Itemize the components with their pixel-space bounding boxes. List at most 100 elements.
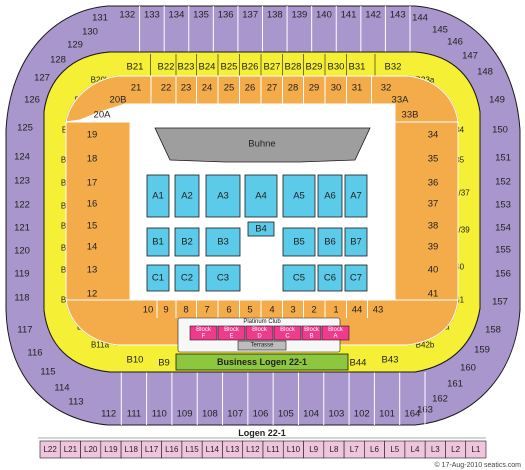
section-160: 160 <box>460 363 476 374</box>
block-C[interactable] <box>273 325 302 341</box>
section-13: 13 <box>87 265 98 276</box>
section-140: 140 <box>316 10 332 21</box>
section-138: 138 <box>267 10 283 21</box>
section-123: 123 <box>14 176 30 187</box>
section-25: 25 <box>224 83 235 94</box>
section-9: 9 <box>163 305 168 316</box>
floor-section-B1[interactable] <box>146 227 170 257</box>
section-101: 101 <box>379 409 395 420</box>
section-4: 4 <box>269 305 274 316</box>
logen-L1[interactable] <box>465 440 487 459</box>
floor-label-A2: A2 <box>181 191 193 202</box>
floor-section-A6[interactable] <box>317 174 343 218</box>
block-name-C: Block <box>280 327 296 333</box>
section-B43: B43 <box>382 355 399 366</box>
business-logen-label: Business Logen 22-1 <box>217 357 307 367</box>
floor-section-B3[interactable] <box>205 227 241 257</box>
floor-label-C6: C6 <box>324 273 336 284</box>
floor-section-B4[interactable] <box>247 221 275 237</box>
floor-section-C2[interactable] <box>174 264 200 292</box>
logen-label-L3: L3 <box>431 445 440 454</box>
section-37: 37 <box>428 199 439 210</box>
block-B[interactable] <box>301 325 322 341</box>
section-148: 148 <box>477 67 493 78</box>
section-B31: B31 <box>349 62 366 73</box>
floor-section-B6[interactable] <box>317 227 343 257</box>
section-156: 156 <box>495 269 511 280</box>
floor-section-C3[interactable] <box>205 264 241 292</box>
section-119: 119 <box>14 269 29 280</box>
floor-section-A5[interactable] <box>282 174 316 218</box>
section-10: 10 <box>143 305 154 316</box>
section-111: 111 <box>127 409 141 420</box>
floor-section-C6[interactable] <box>317 264 343 292</box>
section-162: 162 <box>432 394 448 405</box>
logen-label-L15: L15 <box>185 445 199 454</box>
section-149: 149 <box>489 95 505 106</box>
section-8: 8 <box>183 305 188 316</box>
section-107: 107 <box>227 409 243 420</box>
block-D[interactable] <box>245 325 274 341</box>
floor-section-C1[interactable] <box>146 264 170 292</box>
floor-label-A5: A5 <box>293 191 305 202</box>
lower-stand-left <box>65 121 131 301</box>
section-157: 157 <box>492 297 508 308</box>
section-131: 131 <box>92 13 108 24</box>
logen-label-L8: L8 <box>330 445 339 454</box>
section-26: 26 <box>245 83 256 94</box>
section-B9: B9 <box>158 358 170 369</box>
floor-section-B7[interactable] <box>344 227 368 257</box>
section-145: 145 <box>432 25 448 36</box>
terrasse-area <box>237 340 287 351</box>
floor-section-A1[interactable] <box>146 174 170 218</box>
floor-label-B2: B2 <box>181 237 193 248</box>
floor-section-C5[interactable] <box>282 264 316 292</box>
section-143: 143 <box>390 10 406 21</box>
floor-section-A2[interactable] <box>174 174 200 218</box>
section-B28: B28 <box>285 62 302 73</box>
section-30: 30 <box>331 83 342 94</box>
floor-section-C7[interactable] <box>344 264 368 292</box>
floor-label-C7: C7 <box>350 273 362 284</box>
floor-label-A1: A1 <box>152 191 164 202</box>
block-F[interactable] <box>189 325 218 341</box>
section-112: 112 <box>101 409 116 420</box>
logen-label-L13: L13 <box>226 445 240 454</box>
section-B29: B29 <box>306 62 323 73</box>
section-141: 141 <box>341 10 357 21</box>
section-133: 133 <box>144 10 160 21</box>
block-E[interactable] <box>217 325 246 341</box>
section-B42b: B42b <box>416 341 435 350</box>
business-logen[interactable] <box>175 353 349 371</box>
section-43: 43 <box>373 305 384 316</box>
section-B20b: B20b <box>91 76 110 85</box>
logen-label-L4: L4 <box>411 445 420 454</box>
section-B24: B24 <box>199 62 216 73</box>
section-20A: 20A <box>94 110 112 121</box>
section-B10: B10 <box>127 355 144 366</box>
floor-section-A7[interactable] <box>344 174 368 218</box>
block-name-D: Block <box>252 327 268 333</box>
logen-label-L17: L17 <box>145 445 159 454</box>
section-113: 113 <box>68 397 83 408</box>
section-116: 116 <box>27 348 42 359</box>
section-125: 125 <box>17 123 33 134</box>
platinum-club-label: Platinum Club <box>243 319 281 325</box>
section-1: 1 <box>333 305 338 316</box>
section-20B: 20B <box>110 95 127 106</box>
logen-label-L10: L10 <box>287 445 301 454</box>
section-33A: 33A <box>392 95 410 106</box>
section-34: 34 <box>428 130 439 141</box>
floor-section-A4[interactable] <box>244 174 278 218</box>
floor-section-B2[interactable] <box>174 227 200 257</box>
section-23: 23 <box>181 83 192 94</box>
section-B32: B32 <box>385 62 402 73</box>
block-A[interactable] <box>321 325 350 341</box>
section-35: 35 <box>428 154 439 165</box>
section-164: 164 <box>404 409 420 420</box>
section-39: 39 <box>428 242 439 253</box>
floor-section-B5[interactable] <box>282 227 316 257</box>
floor-section-A3[interactable] <box>205 174 241 218</box>
section-137: 137 <box>242 10 258 21</box>
